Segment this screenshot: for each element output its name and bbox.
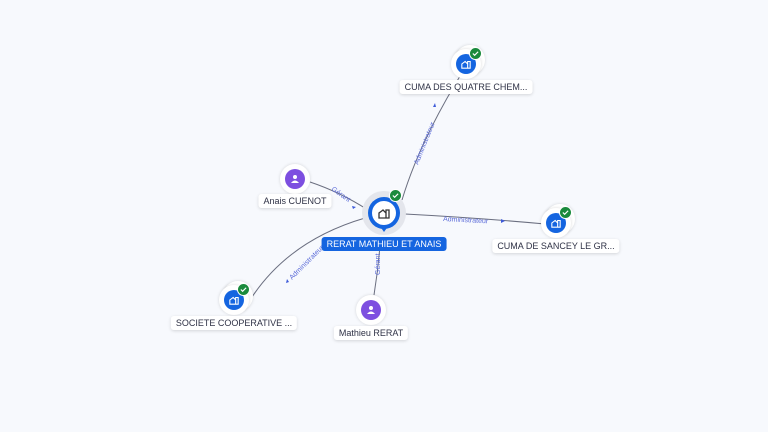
node-label-cuma-quatre[interactable]: CUMA DES QUATRE CHEM... [399,80,533,94]
edge-cuma-sancey [404,213,546,225]
node-mathieu[interactable] [356,295,386,325]
node-label-societe-coop[interactable]: SOCIETE COOPERATIVE ... [170,316,298,330]
verified-check-icon [389,189,402,202]
central-node[interactable] [362,189,406,235]
edge-label-cuma-quatre: Administrateur [413,121,437,166]
central-pin [368,197,400,229]
building-icon [378,209,390,219]
verified-check-icon [469,47,482,60]
person-circle [285,169,305,189]
building-icon [551,219,561,228]
person-icon [291,175,299,183]
node-cuma-sancey[interactable] [541,204,575,238]
verified-check-icon [237,283,250,296]
arrow-cuma-quatre [433,103,436,107]
edge-label-mathieu: Gérant [375,254,382,275]
edge-label-societe-coop: Administrateur [288,244,325,281]
arrow-societe-coop [286,279,289,283]
arrow-anais [352,206,356,209]
pin-tip [379,225,389,232]
company-circle [546,213,566,233]
edge-label-anais: Gérant [330,186,352,204]
company-circle [224,290,244,310]
node-label-anais[interactable]: Anais CUENOT [258,194,332,208]
building-icon [229,296,239,305]
central-node-label[interactable]: RERAT MATHIEU ET ANAIS [321,237,447,251]
edge-societe-coop [251,217,366,298]
arrow-cuma-sancey [501,219,505,223]
node-societe-coop[interactable] [219,281,253,315]
node-label-cuma-sancey[interactable]: CUMA DE SANCEY LE GR... [492,239,620,253]
company-circle [456,54,476,74]
node-anais[interactable] [280,164,310,194]
person-circle [361,300,381,320]
node-cuma-quatre[interactable] [451,45,485,79]
node-label-mathieu[interactable]: Mathieu RERAT [333,326,409,340]
edge-label-cuma-sancey: Administrateur [443,216,489,225]
person-icon [367,306,375,314]
building-icon [461,60,471,69]
verified-check-icon [559,206,572,219]
